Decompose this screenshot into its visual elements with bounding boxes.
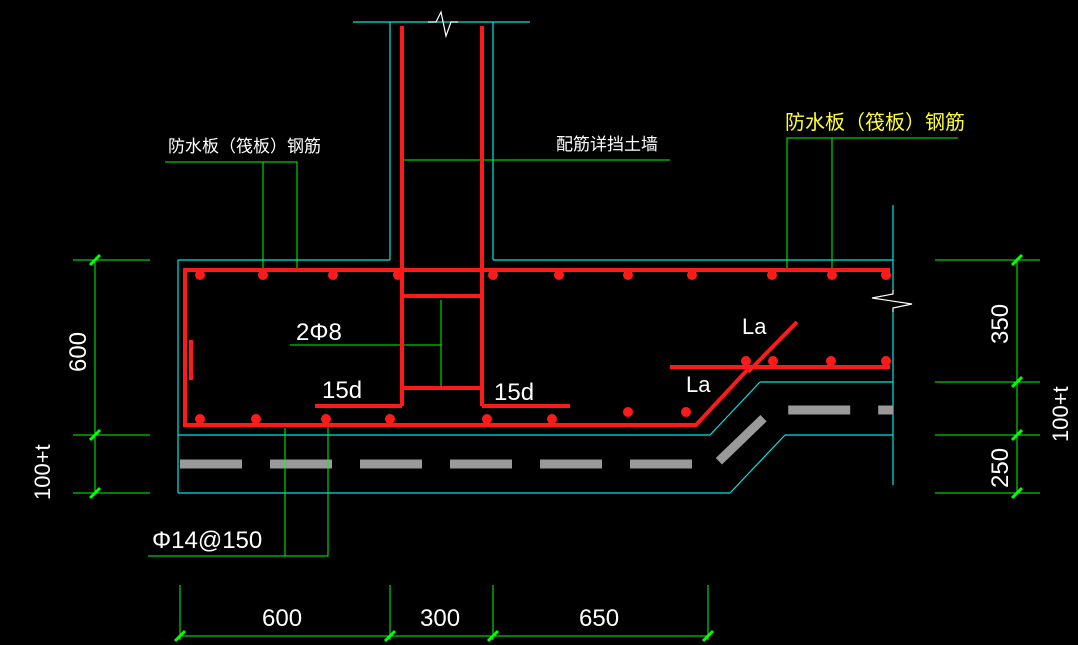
stirrup-label: 2Φ8	[296, 319, 342, 346]
rebar-label-right: 防水板（筏板）钢筋	[785, 110, 965, 134]
dim-right-250: 250	[987, 448, 1014, 488]
dim-bottom-650: 650	[579, 605, 619, 632]
bottom-bar-label: Φ14@150	[152, 527, 262, 554]
slab-main-bar	[183, 268, 890, 427]
dim-left-600: 600	[65, 332, 92, 372]
break-symbols	[428, 10, 913, 312]
hook-right-label: 15d	[494, 379, 534, 406]
waterproof-layer	[180, 405, 893, 469]
dimension-ticks	[88, 253, 1024, 643]
dim-right-100t: 100+t	[1048, 386, 1073, 442]
dim-left-100t: 100+t	[30, 444, 55, 500]
concrete-outline	[177, 21, 894, 494]
dim-bottom-600: 600	[262, 605, 302, 632]
la-label-bottom: La	[686, 372, 711, 397]
stirrup-2phi8	[400, 294, 484, 390]
dim-bottom-300: 300	[420, 605, 460, 632]
rebar	[183, 26, 890, 427]
dim-right-350: 350	[987, 304, 1014, 344]
la-bar-inclined	[746, 320, 799, 374]
rebar-dots	[195, 270, 891, 424]
wall-note-label: 配筋详挡土墙	[556, 135, 658, 155]
rebar-label-left: 防水板（筏板）钢筋	[168, 137, 321, 157]
dimension-lines	[73, 137, 1040, 640]
hook-left-label: 15d	[322, 377, 362, 404]
la-label-top: La	[742, 314, 767, 339]
